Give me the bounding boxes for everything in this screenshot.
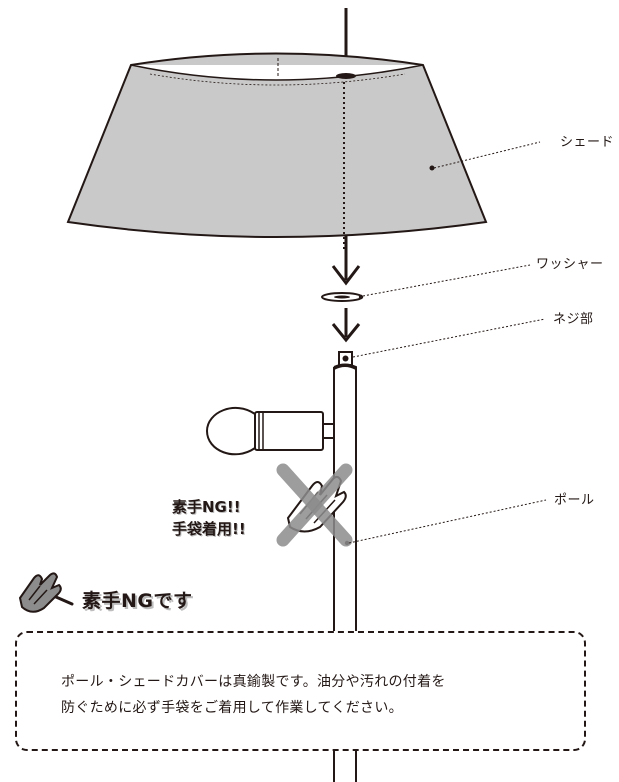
screw-label: ネジ部	[553, 312, 594, 327]
washer-label: ワッシャー	[536, 257, 604, 272]
warning-bare-hands: 素手NG!!	[172, 498, 241, 516]
washer	[321, 292, 364, 302]
arrow-down-icon	[331, 308, 361, 343]
lamp-shade	[66, 52, 488, 250]
shade-label: シェード	[560, 135, 615, 150]
leader-lines	[348, 141, 547, 544]
hand-icon	[18, 572, 74, 613]
bulb-socket	[205, 406, 335, 456]
screw-part	[338, 351, 353, 366]
notice-line-1: ポール・シェードカバーは真鍮製です。油分や汚れの付着を	[61, 674, 446, 690]
no-bare-hands-icon	[276, 463, 353, 547]
ng-title: 素手NGです	[82, 590, 193, 612]
warning-gloves: 手袋着用!!	[172, 520, 246, 538]
notice-text: ポール・シェードカバーは真鍮製です。油分や汚れの付着を 防ぐために必ず手袋をご着…	[61, 669, 581, 721]
pole-label: ポール	[554, 493, 595, 508]
notice-box: ポール・シェードカバーは真鍮製です。油分や汚れの付着を 防ぐために必ず手袋をご着…	[15, 631, 586, 751]
notice-line-2: 防ぐために必ず手袋をご着用して作業してください。	[61, 700, 403, 716]
